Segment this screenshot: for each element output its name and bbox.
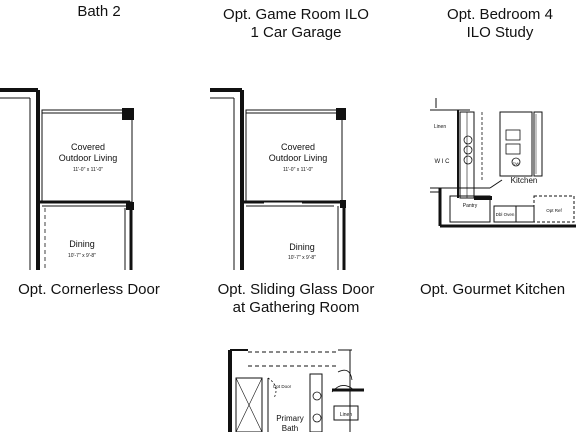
bath-label: Bath bbox=[282, 424, 298, 432]
caption-cornerless-door: Opt. Cornerless Door bbox=[18, 281, 160, 298]
plan-primary-bath: Opt Door Primary Bath Linen bbox=[218, 346, 368, 432]
plan-bath-drawing: Opt Door Primary Bath Linen bbox=[228, 349, 364, 432]
caption-bedroom-4-line2: ILO Study bbox=[466, 24, 534, 41]
caption-bath-2: Bath 2 bbox=[77, 3, 121, 20]
caption-sliding-door-line2: at Gathering Room bbox=[232, 299, 360, 316]
opt-door-label: Opt Door bbox=[273, 384, 292, 389]
dining-dims: 10'-7" x 9'-8" bbox=[288, 255, 316, 261]
caption-sliding-door-line1: Opt. Sliding Glass Door bbox=[217, 281, 375, 298]
dining-dims: 10'-7" x 9'-8" bbox=[68, 253, 96, 259]
dining-label: Dining bbox=[69, 239, 95, 249]
wic-label: W I C bbox=[435, 159, 451, 165]
dw-label: DW bbox=[513, 161, 520, 166]
caption-game-room-line1: Opt. Game Room ILO bbox=[223, 6, 369, 23]
outdoor-living-label: Outdoor Living bbox=[59, 153, 118, 163]
linen-label: Linen bbox=[340, 412, 352, 418]
pantry-label: Pantry bbox=[463, 203, 478, 209]
plan-cornerless-door: Covered Outdoor Living 11'-0" x 11'-0" D… bbox=[0, 80, 150, 270]
linen-label: Linen bbox=[434, 124, 446, 130]
primary-label: Primary bbox=[276, 414, 304, 423]
plan-cornerless-door-drawing: Covered Outdoor Living 11'-0" x 11'-0" D… bbox=[0, 88, 134, 270]
outdoor-living-label: Outdoor Living bbox=[269, 153, 328, 163]
opt-ref-label: Opt Ref bbox=[546, 208, 562, 213]
kitchen-label: Kitchen bbox=[511, 176, 538, 185]
dining-label: Dining bbox=[289, 242, 315, 252]
outdoor-living-dims: 11'-0" x 11'-0" bbox=[73, 167, 103, 173]
plan-sliding-glass-door: Covered Outdoor Living 11'-0" x 11'-0" D… bbox=[206, 80, 356, 270]
plan-kitchen-drawing: Linen W I C Kitchen Pantry Dbl Oven DW O… bbox=[430, 98, 576, 228]
caption-game-room-line2: 1 Car Garage bbox=[250, 24, 342, 41]
caption-gourmet-kitchen: Opt. Gourmet Kitchen bbox=[420, 281, 566, 298]
plan-sliding-door-drawing: Covered Outdoor Living 11'-0" x 11'-0" D… bbox=[210, 88, 346, 270]
dbl-oven-label: Dbl Oven bbox=[496, 212, 515, 217]
covered-label: Covered bbox=[71, 142, 105, 152]
outdoor-living-dims: 11'-0" x 11'-0" bbox=[283, 167, 313, 173]
caption-bedroom-4-line1: Opt. Bedroom 4 bbox=[447, 6, 553, 23]
plan-gourmet-kitchen: Linen W I C Kitchen Pantry Dbl Oven DW O… bbox=[430, 92, 576, 232]
covered-label: Covered bbox=[281, 142, 315, 152]
